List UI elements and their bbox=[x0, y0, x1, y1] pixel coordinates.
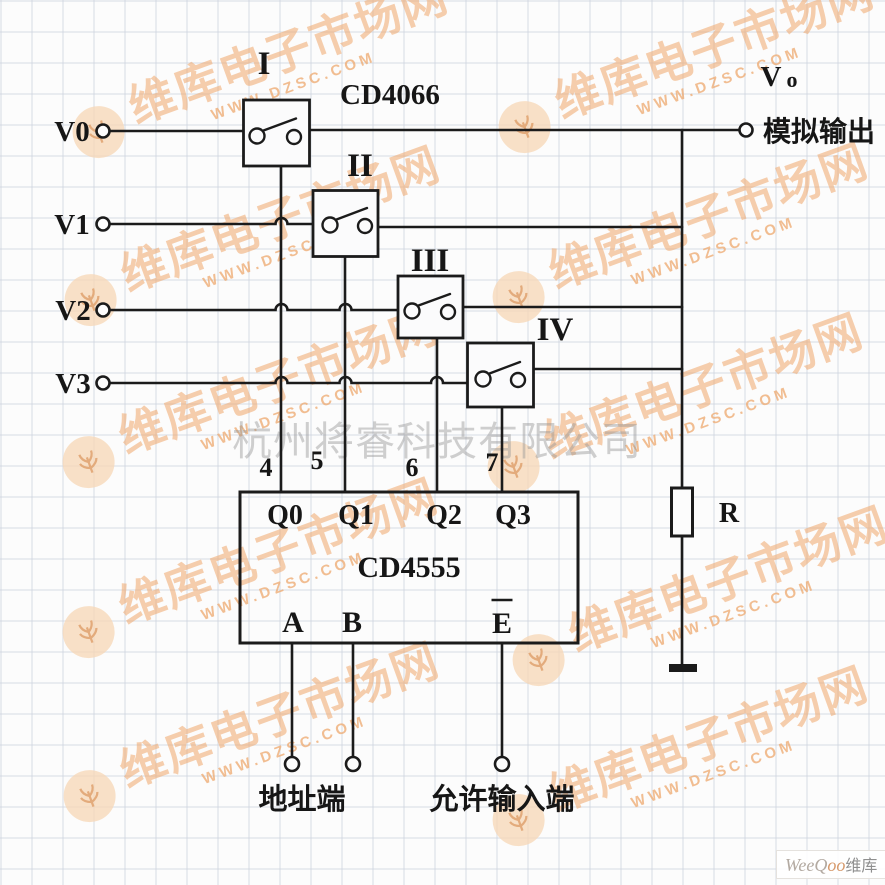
label-switch-1: I bbox=[258, 46, 271, 82]
weeqoo-logo-oo: oo bbox=[827, 855, 846, 875]
label-address-terminal: 地址端 bbox=[258, 783, 345, 816]
terminal-v1 bbox=[95, 216, 111, 232]
label-v1: V1 bbox=[54, 209, 89, 241]
terminal-b bbox=[344, 755, 362, 773]
terminal-output bbox=[738, 122, 754, 138]
switch1-contact-left bbox=[248, 127, 266, 145]
switch2-contact-right bbox=[356, 217, 374, 235]
wire-v3-input bbox=[108, 375, 470, 385]
switch3-contact-right bbox=[439, 303, 457, 321]
label-v3: V3 bbox=[55, 368, 90, 400]
decoder-box bbox=[238, 490, 580, 645]
label-v2: V2 bbox=[55, 295, 90, 327]
terminal-v3 bbox=[95, 375, 111, 391]
label-e: E bbox=[492, 607, 512, 640]
label-q0: Q0 bbox=[267, 500, 303, 531]
label-pin7: 7 bbox=[486, 448, 499, 477]
wire-v2-input bbox=[108, 302, 401, 312]
label-q1: Q1 bbox=[338, 500, 374, 531]
terminal-v2 bbox=[95, 302, 111, 318]
ground-icon bbox=[669, 664, 697, 672]
label-cd4066: CD4066 bbox=[340, 79, 440, 111]
switch3-contact-left bbox=[403, 302, 421, 320]
label-v0: V0 bbox=[54, 116, 89, 148]
weeqoo-logo-cjk: 维库 bbox=[845, 858, 878, 875]
label-pin6: 6 bbox=[406, 453, 419, 482]
label-resistor: R bbox=[719, 498, 740, 529]
weeqoo-logo: WeeQoo维库 bbox=[776, 850, 885, 879]
switch4-arm-icon bbox=[488, 360, 522, 375]
label-analog-output: 模拟输出 bbox=[763, 115, 875, 148]
label-vo-sub: o bbox=[787, 67, 798, 92]
resistor-body bbox=[670, 486, 694, 538]
terminal-e bbox=[493, 755, 511, 773]
label-switch-2: II bbox=[347, 148, 373, 184]
switch3-arm-icon bbox=[417, 292, 452, 307]
switch2-contact-left bbox=[321, 216, 339, 234]
label-switch-4: IV bbox=[537, 312, 574, 348]
switch1-contact-right bbox=[285, 128, 303, 146]
label-vo: V bbox=[761, 61, 782, 93]
switch1-arm-icon bbox=[262, 117, 298, 132]
label-switch-3: III bbox=[411, 243, 450, 279]
switch4-contact-right bbox=[509, 371, 527, 389]
label-pin5: 5 bbox=[311, 446, 324, 475]
switch2-arm-icon bbox=[335, 206, 369, 221]
label-b: B bbox=[342, 606, 362, 639]
label-q2: Q2 bbox=[426, 500, 462, 531]
terminal-a bbox=[283, 755, 301, 773]
terminal-v0 bbox=[95, 123, 111, 139]
weeqoo-logo-latin: WeeQ bbox=[785, 855, 828, 875]
label-enable-terminal: 允许输入端 bbox=[428, 782, 574, 816]
label-cd4555: CD4555 bbox=[357, 551, 460, 584]
switch4-contact-left bbox=[474, 370, 492, 388]
wire-v1-input bbox=[108, 216, 316, 226]
label-q3: Q3 bbox=[495, 500, 531, 531]
label-pin4: 4 bbox=[260, 453, 273, 482]
label-a: A bbox=[282, 606, 304, 639]
